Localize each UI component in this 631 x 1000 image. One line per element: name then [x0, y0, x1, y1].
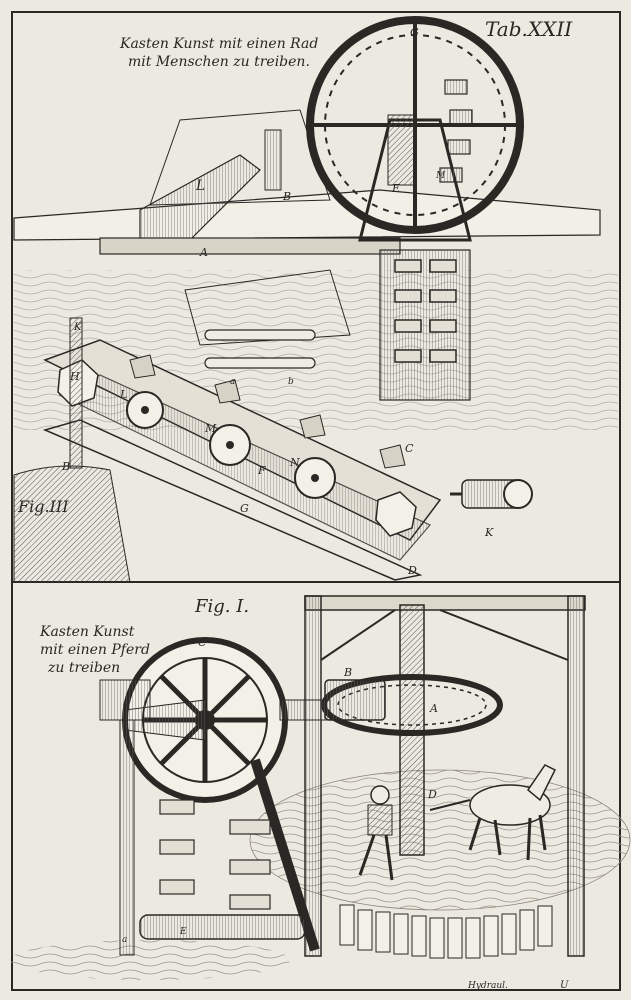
letter-fig3-g: G	[240, 502, 249, 515]
letter-fig3-h: H	[69, 370, 80, 383]
letter-fig1-a: A	[429, 702, 438, 715]
fig1-title-line2: mit einen Pferd	[40, 642, 150, 658]
plate-border	[11, 11, 621, 991]
top-title-line2: mit Menschen zu treiben.	[128, 54, 310, 70]
letter-fig3-a: a	[230, 377, 235, 387]
fig3-inclined-chain: Fig.III K H L M N C B F G D K a b	[13, 269, 533, 583]
fig1-title-line1: Kasten Kunst	[39, 624, 135, 640]
plate-number: Tab.XXII	[485, 17, 573, 41]
letter-top-m: M	[435, 171, 446, 181]
fig1-horse-gin: Fig. I. Kasten Kunst mit einen Pferd zu …	[10, 595, 631, 991]
letter-fig1-b: B	[343, 666, 352, 679]
letter-top-a: A	[199, 246, 208, 259]
letter-fig1-a2: a	[122, 935, 127, 945]
letter-top-l: L	[195, 178, 205, 194]
top-title-line1: Kasten Kunst mit einen Rad	[119, 36, 318, 52]
letter-fig3-n: N	[289, 456, 300, 469]
letter-top-b: B	[282, 190, 291, 203]
letter-fig3-k2: K	[73, 322, 82, 333]
footer-hydraul: Hydraul.	[467, 981, 508, 991]
letter-fig1-c: C	[198, 636, 207, 649]
letter-fig3-c: C	[405, 442, 414, 455]
letter-fig3-f: F	[257, 464, 266, 477]
footer-mark: U	[560, 980, 569, 991]
tread-wheel	[306, 16, 524, 234]
fig1-title-line3: zu treiben	[47, 660, 120, 676]
letter-fig3-k: K	[484, 526, 494, 539]
letter-top-e: E	[391, 182, 400, 195]
letter-fig1-d: D	[427, 788, 437, 801]
fig1-label: Fig. I.	[194, 596, 249, 617]
horse-figure	[429, 764, 557, 861]
letter-fig3-b: B	[61, 460, 70, 473]
letter-fig3-m: M	[204, 422, 217, 435]
letter-fig3-l: L	[119, 388, 127, 401]
letter-fig1-e: E	[179, 927, 187, 937]
letter-fig3-d: D	[407, 564, 417, 577]
letter-top-g: G	[410, 26, 419, 39]
man-figure	[358, 785, 394, 881]
fig3-label: Fig.III	[17, 497, 69, 516]
letter-fig3-b2: b	[288, 377, 294, 387]
